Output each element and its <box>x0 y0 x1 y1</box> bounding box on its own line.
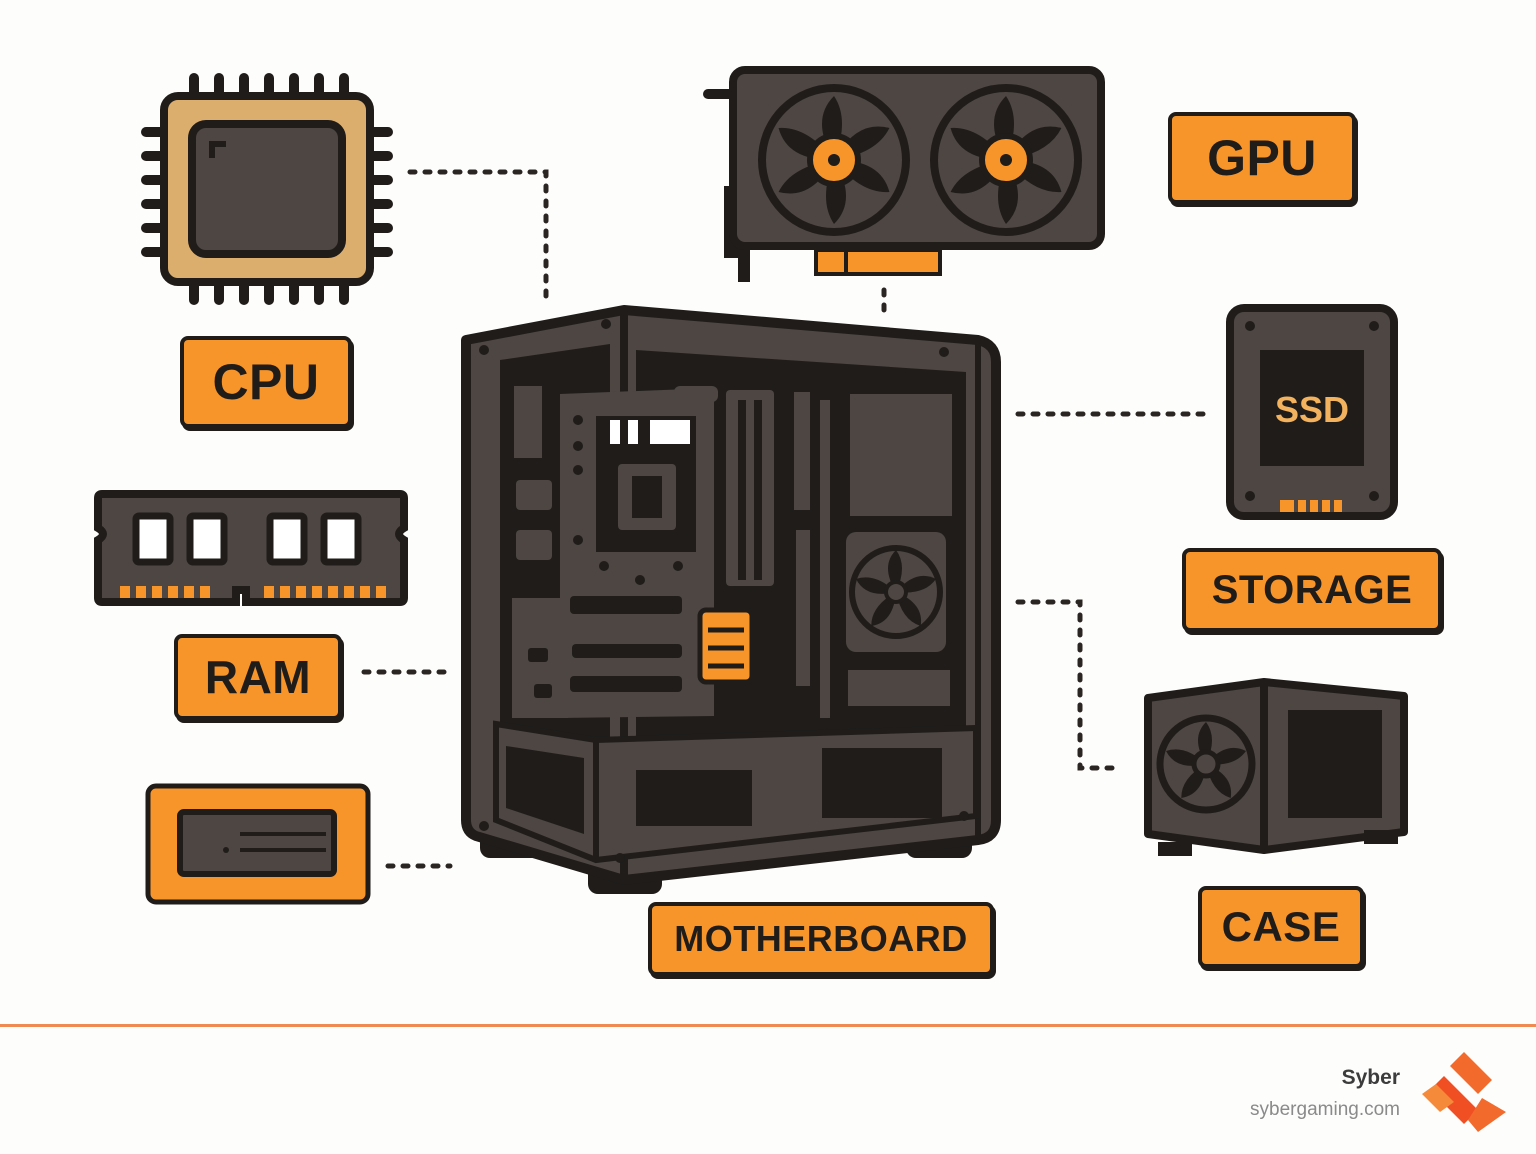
optical-drive-icon <box>145 783 371 905</box>
cpu-label: CPU <box>180 336 352 428</box>
ssd-icon: SSD <box>1226 304 1398 520</box>
cpu-connector <box>407 169 549 303</box>
psu-connector <box>1015 599 1125 771</box>
storage-label: STORAGE <box>1182 548 1442 632</box>
case-label: CASE <box>1198 886 1364 968</box>
syber-logo-icon <box>1422 1052 1506 1132</box>
cpu-chip-icon <box>141 73 393 305</box>
case-fan-icon <box>846 532 946 652</box>
pc-components-diagram: SSD <box>94 66 1408 905</box>
power-supply-icon <box>1144 678 1408 856</box>
gpu-fan-right-icon <box>930 84 1082 236</box>
gpu-card-icon <box>703 66 1105 282</box>
pc-case-icon <box>461 305 1001 894</box>
motherboard-label: MOTHERBOARD <box>648 902 994 976</box>
ram-label: RAM <box>174 634 342 720</box>
psu-fan-icon <box>1156 714 1256 814</box>
brand-url[interactable]: sybergaming.com <box>1250 1099 1400 1120</box>
brand-name: Syber <box>1341 1066 1400 1089</box>
footer-divider <box>0 1024 1536 1027</box>
ssd-label: SSD <box>1275 389 1349 430</box>
connector-lines <box>361 169 1207 869</box>
motherboard-chip-icon <box>697 607 755 685</box>
ram-stick-icon <box>94 490 408 606</box>
gpu-fan-left-icon <box>758 84 910 236</box>
gpu-label: GPU <box>1168 112 1356 204</box>
